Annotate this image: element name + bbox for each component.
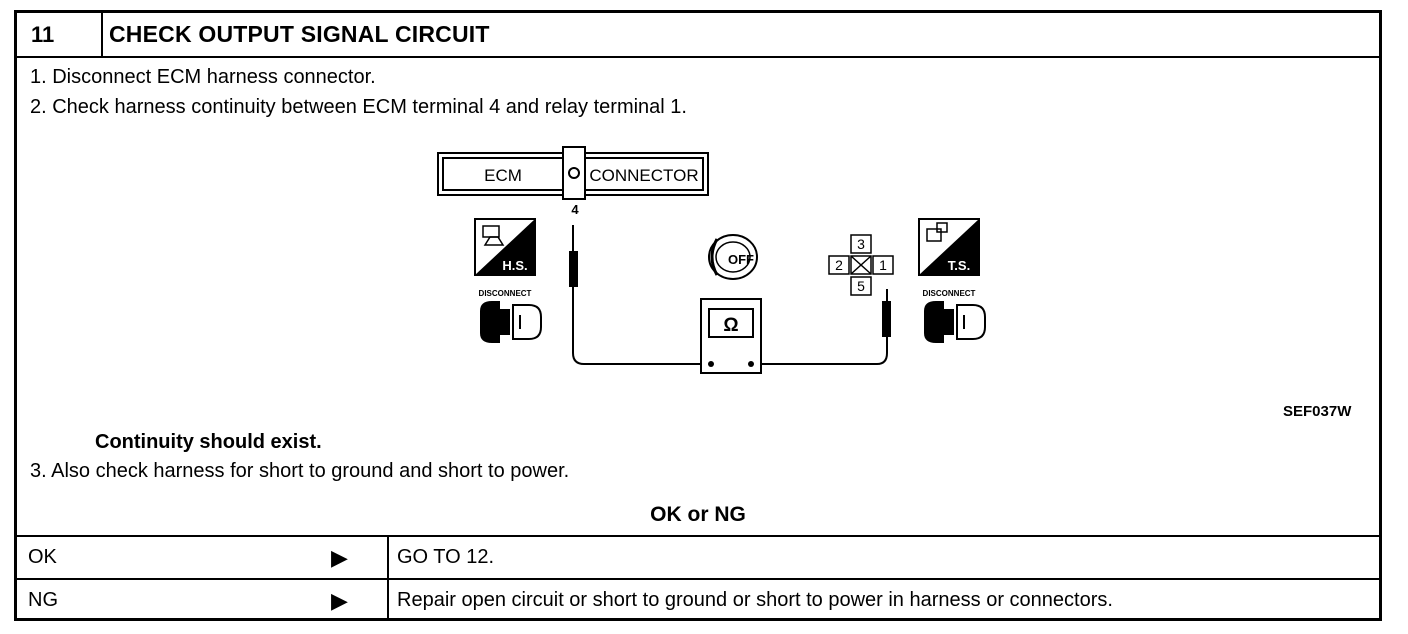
disconnect-plug-right-icon: DISCONNECT bbox=[923, 289, 986, 343]
test-start-icon: T.S. bbox=[918, 218, 980, 276]
relay-terminal-5: 5 bbox=[857, 278, 865, 294]
hs-label: H.S. bbox=[502, 258, 527, 273]
result-action: GO TO 12. bbox=[397, 546, 495, 568]
relay-terminal-1: 1 bbox=[879, 257, 887, 273]
relay-terminal-block: 3 2 1 5 bbox=[828, 234, 894, 296]
disconnect-label-left: DISCONNECT bbox=[479, 289, 532, 298]
arrow-right-icon: ▶ bbox=[331, 588, 348, 613]
test-wiring bbox=[569, 225, 891, 365]
result-header: OK or NG bbox=[650, 503, 746, 526]
ohmmeter: Ω bbox=[700, 298, 762, 374]
result-row-ng: NG ▶ Repair open circuit or short to gro… bbox=[17, 578, 1379, 621]
ohm-symbol: Ω bbox=[723, 315, 738, 336]
continuity-check-diagram: ECM CONNECTOR 4 Ω H.S. bbox=[437, 146, 986, 374]
ecm-terminal-number: 4 bbox=[571, 202, 579, 217]
figure-id: SEF037W bbox=[1283, 403, 1352, 420]
instruction-step-1: 1. Disconnect ECM harness connector. bbox=[30, 66, 376, 88]
relay-terminal-2: 2 bbox=[835, 257, 843, 273]
continuity-note: Continuity should exist. bbox=[95, 431, 322, 453]
result-row-ok: OK ▶ GO TO 12. bbox=[17, 535, 1379, 578]
column-divider bbox=[387, 537, 389, 578]
instruction-step-2: 2. Check harness continuity between ECM … bbox=[30, 96, 687, 118]
disconnect-label-right: DISCONNECT bbox=[923, 289, 976, 298]
column-divider bbox=[387, 580, 389, 621]
instruction-step-3: 3. Also check harness for short to groun… bbox=[30, 460, 570, 482]
disconnect-plug-left-icon: DISCONNECT bbox=[479, 289, 542, 343]
connector-label: CONNECTOR bbox=[589, 166, 698, 185]
result-action: Repair open circuit or short to ground o… bbox=[397, 589, 1113, 611]
procedure-title: CHECK OUTPUT SIGNAL CIRCUIT bbox=[109, 21, 490, 47]
ts-label: T.S. bbox=[948, 258, 970, 273]
ignition-key-off-icon: OFF bbox=[708, 234, 758, 280]
ecm-label: ECM bbox=[484, 166, 522, 185]
result-key: NG bbox=[28, 589, 58, 611]
result-key: OK bbox=[28, 546, 57, 568]
step-number: 11 bbox=[17, 13, 103, 56]
procedure-header: 11 CHECK OUTPUT SIGNAL CIRCUIT bbox=[17, 13, 1379, 58]
diagnostic-procedure-sheet: 11 CHECK OUTPUT SIGNAL CIRCUIT 1. Discon… bbox=[14, 10, 1382, 621]
ecm-connector: ECM CONNECTOR 4 bbox=[437, 146, 709, 217]
ignition-off-label: OFF bbox=[728, 252, 754, 267]
arrow-right-icon: ▶ bbox=[331, 545, 348, 570]
hand-start-icon: H.S. bbox=[474, 218, 536, 276]
relay-terminal-3: 3 bbox=[857, 236, 865, 252]
